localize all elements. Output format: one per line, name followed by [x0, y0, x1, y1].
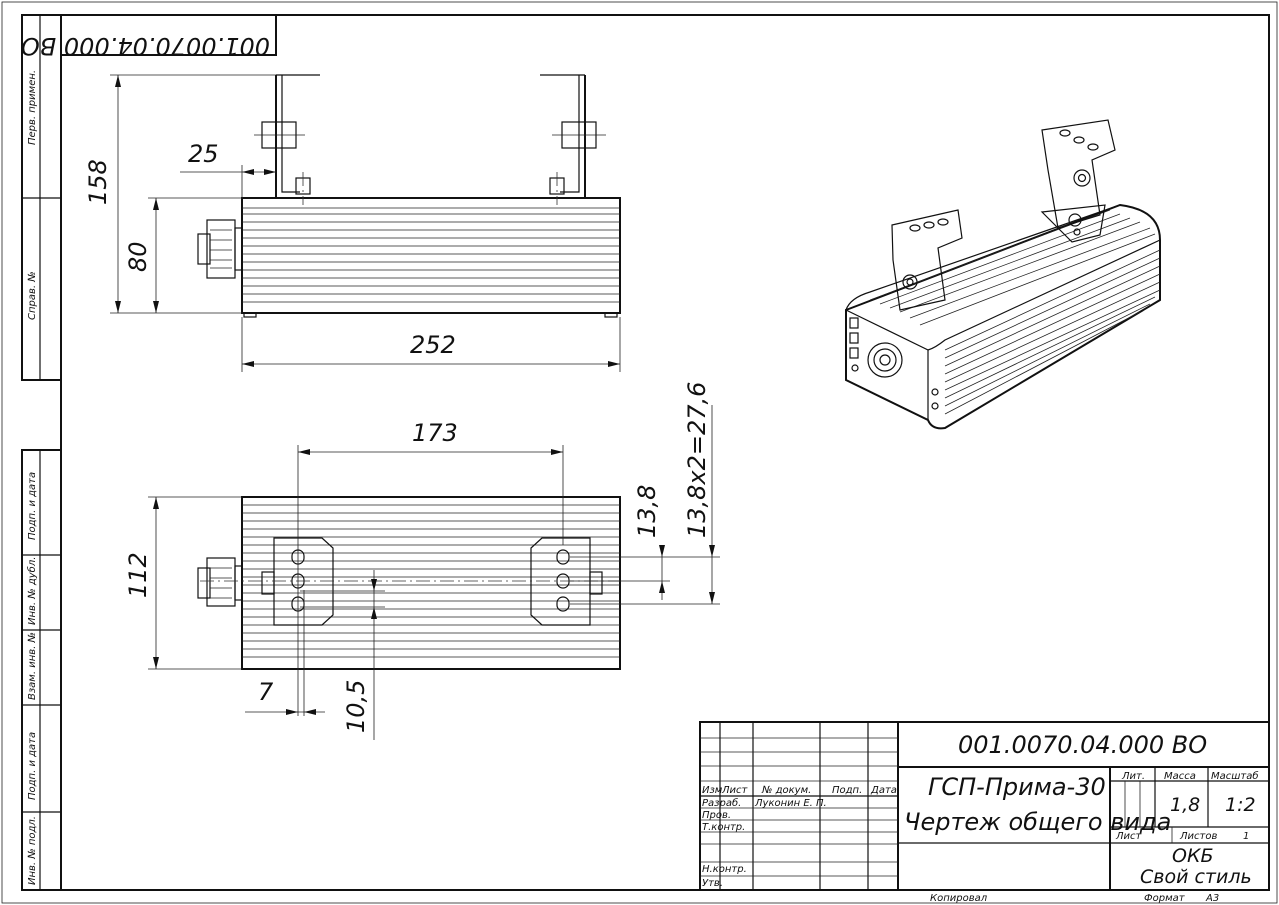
- doc-number-rotated: 001.0070.04.000 ВО: [21, 32, 270, 60]
- copied-label: Копировал: [930, 893, 988, 904]
- dim-112: 112: [124, 552, 152, 598]
- sprav-no-label: Справ. №: [27, 271, 38, 320]
- dim-13-8x2: 13,8х2=27,6: [683, 382, 711, 538]
- hdr-date: Дата: [870, 785, 897, 796]
- sheets-count: 1: [1243, 831, 1249, 842]
- row-razrab-name: Луконин Е. П.: [754, 798, 827, 809]
- front-view-dimensions: 158 80 25 252: [84, 74, 621, 372]
- row-tkontr: Т.контр.: [702, 822, 745, 833]
- podp-data-label-2: Подп. и дата: [27, 732, 38, 800]
- row-prov: Пров.: [702, 810, 731, 821]
- hdr-list: Лист: [721, 785, 749, 796]
- dim-252: 252: [410, 331, 456, 359]
- plan-view-dimensions: 173 112 13,8 13,8х2=27,6 7 10,5: [124, 382, 720, 740]
- vzam-inv-label: Взам. инв. №: [27, 632, 38, 700]
- hdr-sign: Подп.: [832, 785, 862, 796]
- sheets-label: Листов: [1179, 831, 1217, 842]
- inv-dubl-label: Инв. № дубл.: [26, 557, 38, 625]
- dim-7: 7: [258, 678, 274, 706]
- side-stamp: Перв. примен. Справ. № Подп. и дата Инв.…: [21, 14, 62, 891]
- org-line1: ОКБ: [1172, 845, 1213, 867]
- col-mass: Масса: [1164, 771, 1196, 782]
- col-lit: Лит.: [1121, 771, 1145, 782]
- hdr-doc: № докум.: [761, 785, 811, 796]
- dim-173: 173: [412, 419, 458, 447]
- drawing-type: Чертеж общего вида: [904, 808, 1171, 836]
- podp-data-label-1: Подп. и дата: [27, 472, 38, 540]
- hdr-izm: Изм: [702, 785, 723, 796]
- row-utv: Утв.: [702, 878, 723, 889]
- row-razrab: Разраб.: [702, 797, 741, 809]
- title-block: 001.0070.04.000 ВО ГСП-Прима-30 Чертеж о…: [699, 721, 1270, 891]
- product-name: ГСП-Прима-30: [928, 773, 1106, 801]
- sheet-label: Лист: [1115, 831, 1143, 842]
- perv-primen-label: Перв. примен.: [27, 70, 38, 145]
- inv-podl-label: Инв. № подл.: [27, 816, 38, 885]
- format-value: А3: [1205, 893, 1219, 904]
- org-line2: Свой стиль: [1140, 866, 1252, 888]
- dim-80: 80: [124, 241, 152, 272]
- front-view: [197, 74, 621, 318]
- format-label: Формат: [1144, 893, 1186, 904]
- dim-25: 25: [188, 140, 219, 168]
- plan-view: [197, 496, 621, 670]
- mass-value: 1,8: [1170, 794, 1200, 816]
- dim-10-5: 10,5: [342, 680, 370, 733]
- scale-value: 1:2: [1225, 794, 1256, 816]
- row-nkontr: Н.контр.: [702, 864, 747, 875]
- dim-158: 158: [84, 159, 112, 205]
- title-doc-number: 001.0070.04.000 ВО: [958, 731, 1207, 759]
- dim-13-8: 13,8: [633, 485, 661, 538]
- doc-number-box: 001.0070.04.000 ВО: [21, 14, 277, 60]
- col-scale: Масштаб: [1211, 770, 1259, 782]
- isometric-view: [845, 119, 1161, 430]
